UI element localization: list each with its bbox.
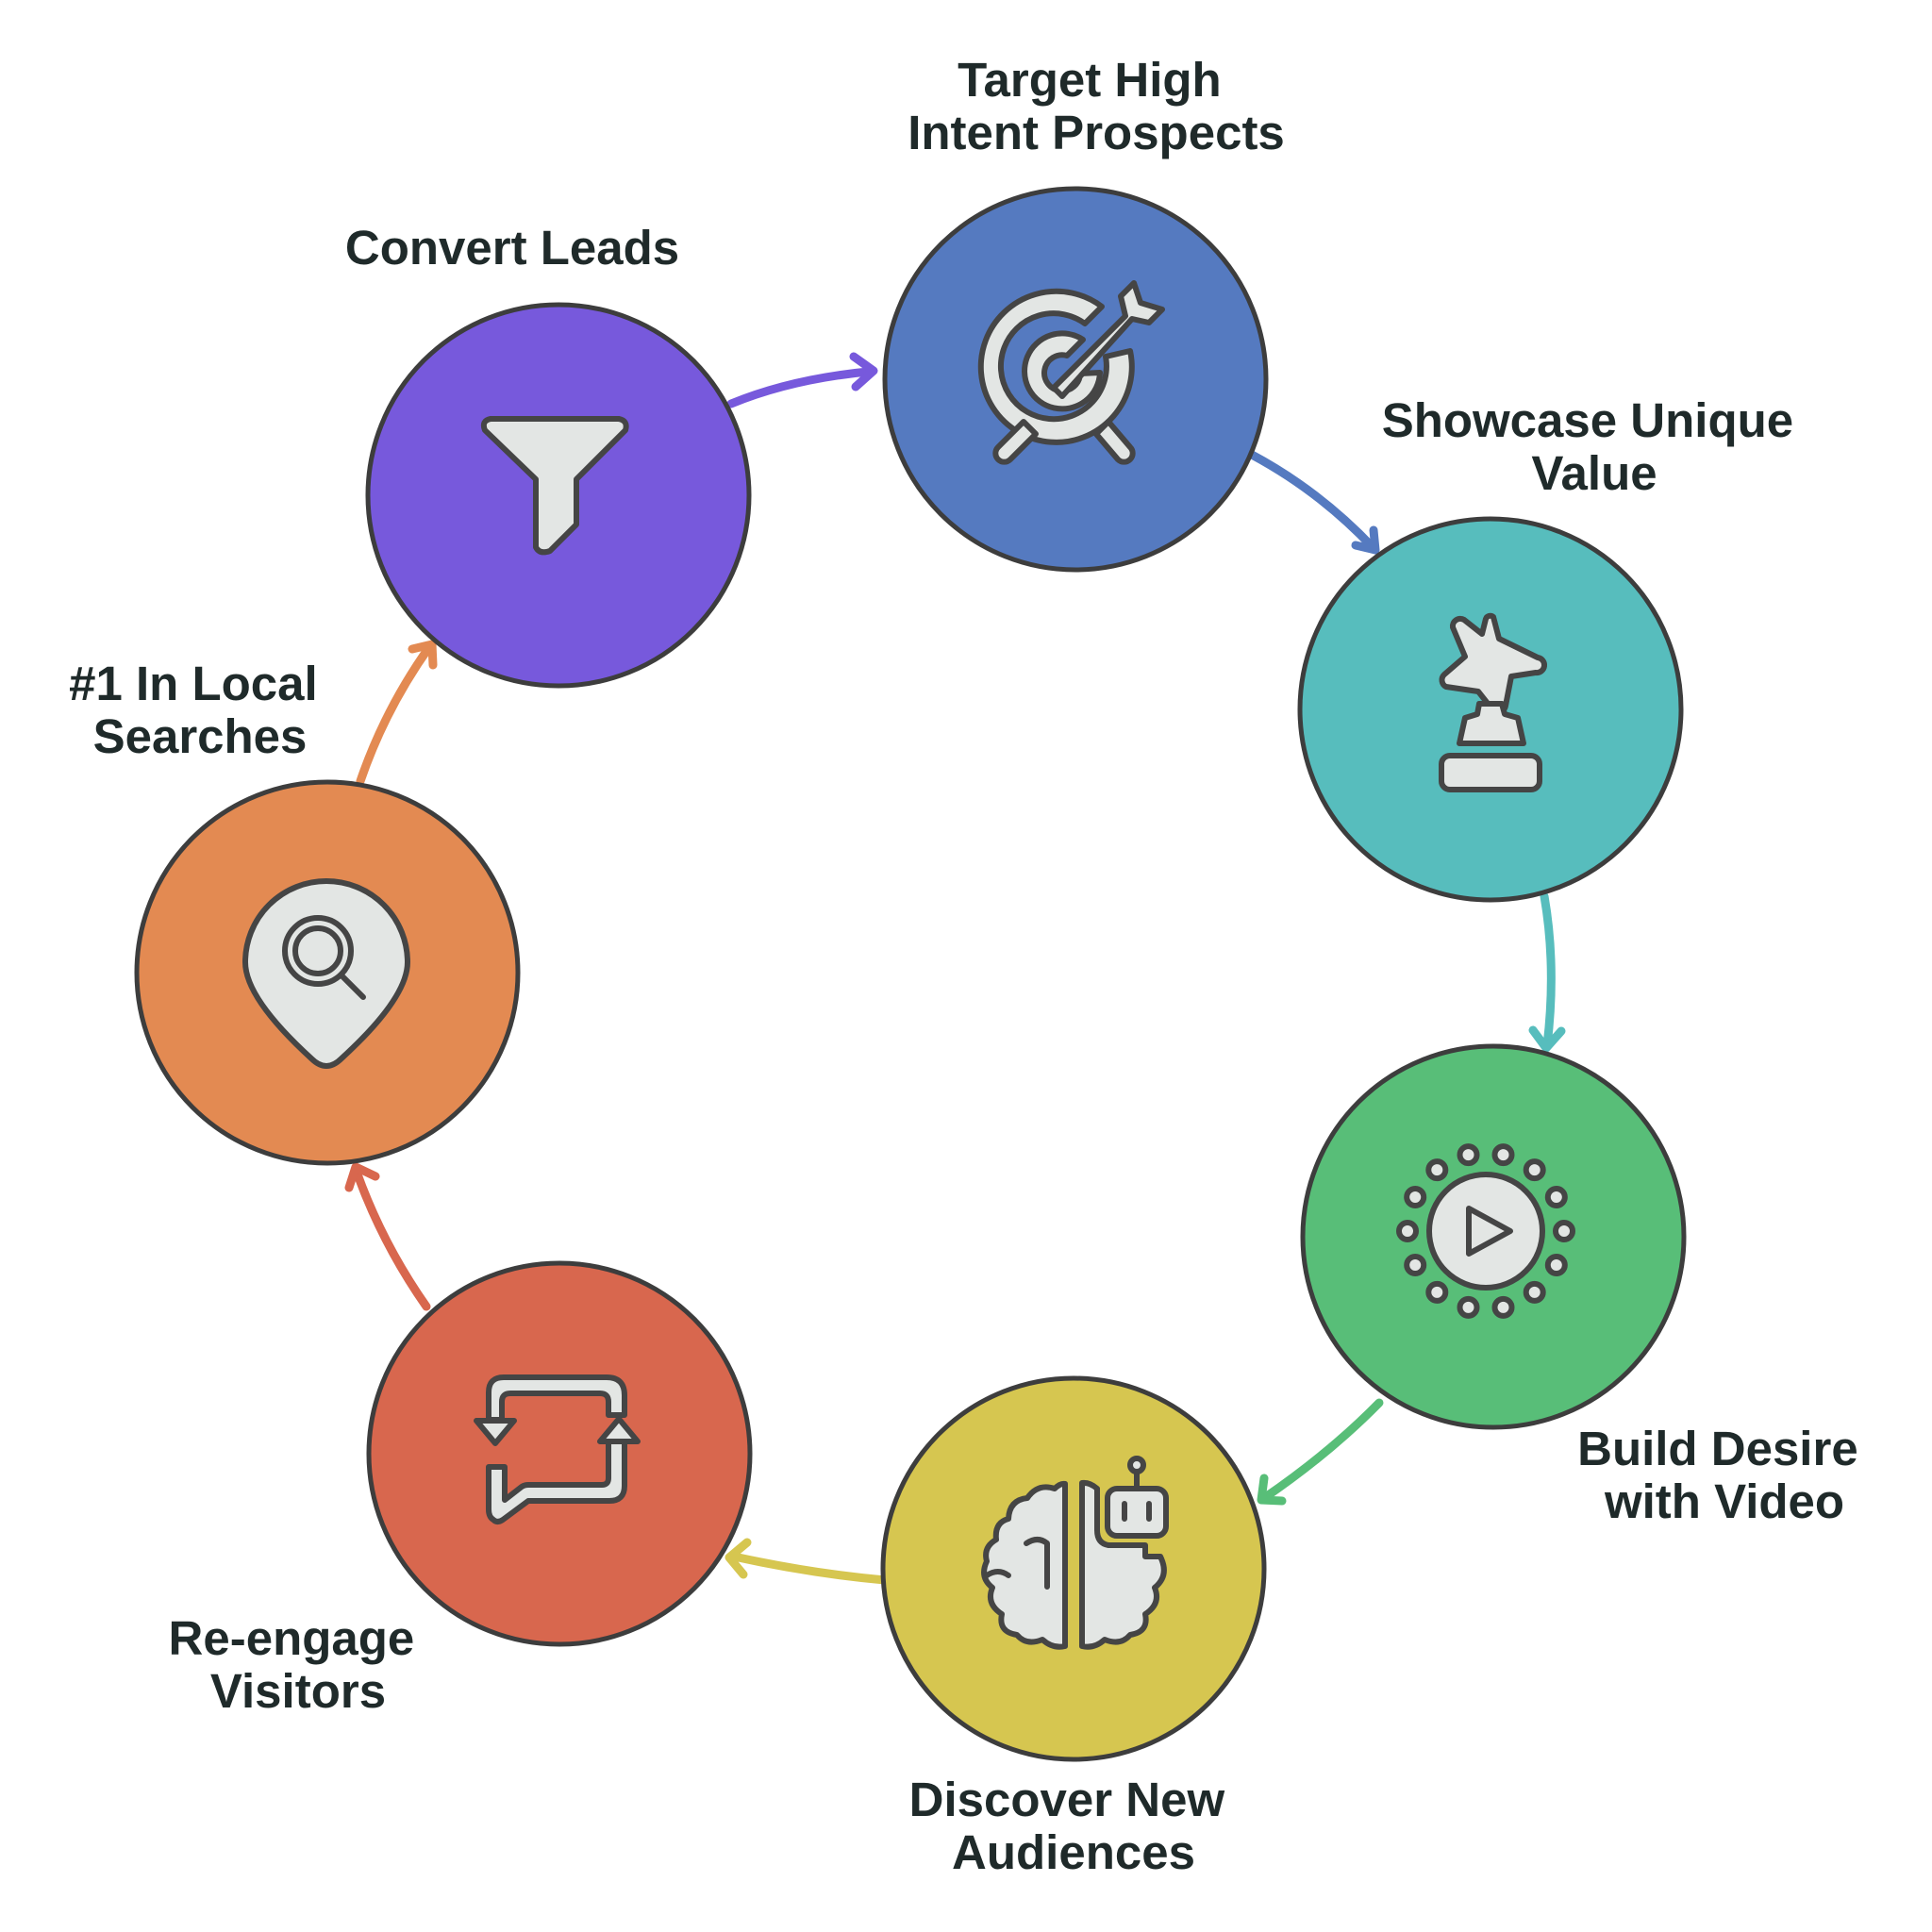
step-label-convert: Convert Leads — [345, 221, 679, 275]
connector-showcase-to-video — [1528, 891, 1566, 1053]
video-play-icon — [1396, 1143, 1575, 1319]
step-node-convert — [365, 302, 752, 689]
connector-local-to-convert — [356, 640, 438, 786]
video-dot-icon — [1553, 1220, 1575, 1242]
brain-robot-icon — [981, 1456, 1169, 1650]
video-dot-icon — [1491, 1143, 1515, 1167]
video-dot-icon — [1544, 1254, 1568, 1276]
connector-target-to-showcase — [1247, 450, 1380, 555]
trophy-star-icon — [1439, 612, 1548, 792]
step-node-showcase — [1297, 516, 1684, 903]
connector-reengage-to-local — [344, 1162, 431, 1311]
target-arrow-icon — [977, 280, 1165, 465]
video-dot-icon — [1425, 1158, 1449, 1182]
map-pin-search-icon — [242, 878, 410, 1069]
video-dot-icon — [1404, 1186, 1427, 1208]
step-node-discover — [880, 1375, 1267, 1762]
funnel-icon — [480, 416, 629, 556]
step-node-video — [1300, 1043, 1687, 1430]
video-dot-icon — [1544, 1186, 1568, 1208]
step-label-reengage: Re-engage Visitors — [169, 1611, 428, 1718]
video-dot-icon — [1425, 1280, 1449, 1304]
video-dot-icon — [1396, 1220, 1419, 1242]
step-label-showcase: Showcase Unique Value — [1382, 393, 1807, 500]
step-node-local — [134, 779, 521, 1166]
video-dot-icon — [1457, 1143, 1480, 1167]
step-label-discover: Discover New Audiences — [909, 1773, 1239, 1879]
video-dot-icon — [1523, 1158, 1546, 1182]
connector-convert-to-target — [726, 352, 878, 408]
video-dot-icon — [1457, 1295, 1480, 1319]
video-dot-icon — [1491, 1295, 1515, 1319]
video-dot-icon — [1404, 1254, 1427, 1276]
connector-video-to-discover — [1257, 1398, 1384, 1506]
repeat-chat-icon — [474, 1374, 641, 1524]
step-label-video: Build Desire with Video — [1577, 1422, 1872, 1528]
step-label-target: Target High Intent Prospects — [908, 53, 1285, 159]
step-node-target — [882, 186, 1269, 573]
step-node-reengage — [366, 1260, 753, 1647]
connector-discover-to-reengage — [724, 1538, 890, 1585]
step-label-local: #1 In Local Searches — [69, 657, 331, 763]
video-dot-icon — [1523, 1280, 1546, 1304]
